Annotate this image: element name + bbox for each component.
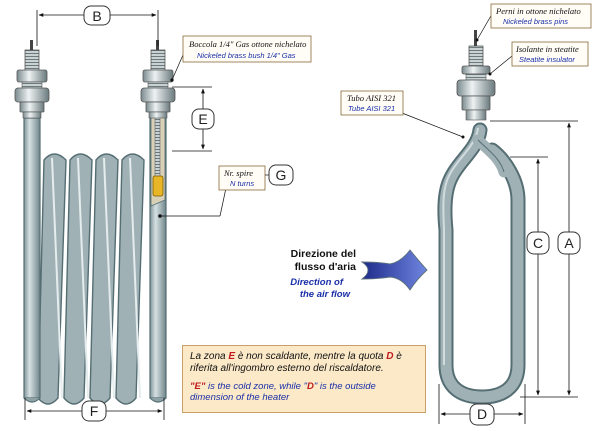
callout-turns: Nr. spire N turns G (158, 164, 294, 218)
note-en-text: is the cold zone, while " (205, 381, 307, 392)
left-tube (23, 117, 41, 399)
left-heater: B E F Boccola 1/4" Gas ottone nichelato (14, 5, 312, 422)
tube-cutaway (150, 111, 166, 207)
dimension-D: D (438, 384, 526, 426)
callout-pins-en: Nickeled brass pins (503, 17, 568, 26)
callout-insulator-it: Isolante in steatite (515, 44, 579, 54)
note-en-text: " is the outside dimension of the heater (190, 381, 376, 403)
note-it-text: La zona (190, 351, 229, 362)
left-terminal (14, 40, 50, 119)
note-english: "E" is the cold zone, while "D" is the o… (190, 381, 418, 403)
dim-label-E: E (198, 111, 207, 127)
callout-pins-it: Perni in ottone nichelato (495, 6, 581, 16)
callout-turns-en: N turns (230, 179, 254, 188)
right-terminal (140, 40, 176, 119)
dim-label-B: B (92, 8, 101, 24)
dimension-A: A (490, 120, 581, 398)
callout-bush: Boccola 1/4" Gas ottone nichelato Nickel… (170, 35, 312, 82)
note-it-zone-E: E (228, 351, 236, 362)
airflow-arrow-icon (360, 249, 428, 291)
callout-bush-en: Nickeled brass bush 1/4" Gas (197, 51, 296, 60)
airflow-it-line1: Direzione del (291, 248, 356, 260)
callout-pins: Perni in ottone nichelato Nickeled brass… (475, 3, 592, 42)
callout-tube-en: Tube AISI 321 (348, 104, 395, 113)
cold-pin-joint (152, 175, 164, 197)
callout-tube-it: Tubo AISI 321 (347, 93, 396, 103)
note-box: La zona E è non scaldante, mentre la quo… (182, 345, 426, 413)
hairpin-inner-leg (472, 134, 510, 178)
note-it-text: è riferita all'ingombro esterno del risc… (190, 351, 402, 374)
callout-turns-it: Nr. spire (223, 168, 253, 178)
dim-label-G: G (276, 167, 287, 183)
dim-label-A: A (564, 235, 574, 251)
callout-bush-it: Boccola 1/4" Gas ottone nichelato (189, 39, 306, 49)
right-heater: Perni in ottone nichelato Nickeled brass… (340, 3, 592, 426)
callout-insulator: Isolante in steatite Steatite insulator (488, 41, 589, 76)
airflow-it-line2: flusso d'aria (295, 261, 357, 273)
note-it-dim-D: D (386, 351, 394, 362)
coil-turns (37, 153, 145, 405)
dim-label-D: D (477, 406, 487, 422)
airflow-indicator: Direzione del flusso d'aria Direction of… (290, 248, 428, 300)
note-en-zone-E: "E" (190, 381, 206, 392)
dimension-B: B (36, 5, 159, 46)
dimension-E: E (172, 86, 215, 152)
airflow-en-line1: Direction of (290, 277, 344, 288)
note-en-dim-D: D (306, 381, 314, 392)
dimension-F: F (24, 398, 165, 422)
dim-label-F: F (90, 403, 99, 419)
airflow-en-line2: the air flow (300, 289, 351, 300)
callout-insulator-en: Steatite insulator (519, 55, 575, 64)
dim-label-C: C (533, 235, 543, 251)
note-it-text: è non scaldante, mentre la quota (235, 351, 387, 362)
dimension-C: C (510, 156, 550, 396)
right-heater-terminal (456, 30, 496, 121)
note-italian: La zona E è non scaldante, mentre la quo… (190, 351, 418, 375)
callout-tube: Tubo AISI 321 Tube AISI 321 (340, 90, 465, 139)
